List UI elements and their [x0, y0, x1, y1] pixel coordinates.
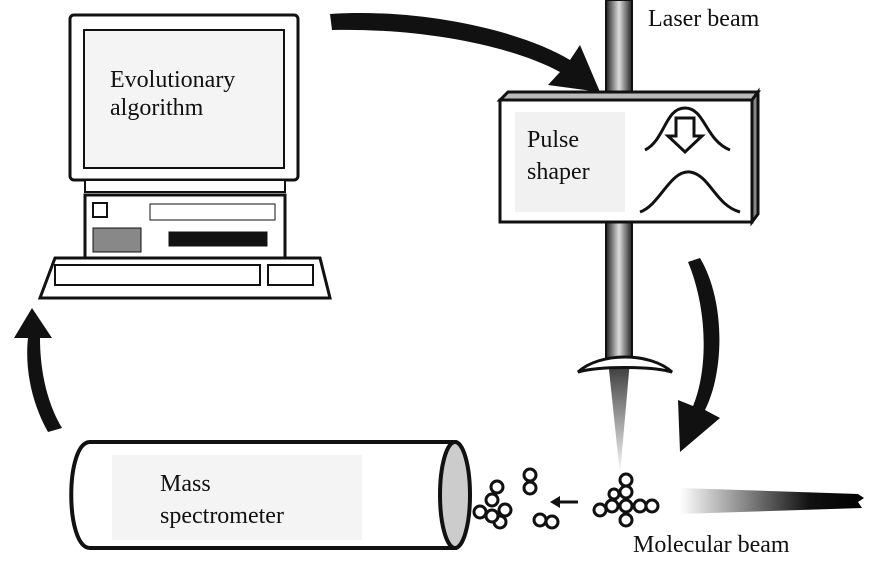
molecule-icon [472, 467, 660, 530]
laser-beam-icon [605, 0, 633, 475]
computer-icon [37, 13, 332, 300]
pulse-shaper-label-1: Pulse [527, 127, 580, 153]
pulse-shaper-label-2: shaper [527, 159, 590, 185]
evolutionary-label-1: Evolutionary [110, 67, 236, 93]
direction-arrow-icon [550, 496, 578, 508]
pulse-shaper-icon [496, 87, 761, 227]
evolutionary-label-2: algorithm [110, 95, 204, 121]
lens-icon [576, 355, 674, 374]
molecular-beam-icon [680, 488, 864, 514]
cycle-arrow-icon [14, 13, 720, 452]
mass-spectrometer-label-2: spectrometer [160, 503, 284, 529]
molecular-beam-label: Molecular beam [633, 532, 790, 558]
mass-spectrometer-icon [69, 440, 472, 550]
laser-beam-label: Laser beam [648, 6, 760, 32]
mass-spectrometer-label-1: Mass [160, 471, 211, 497]
